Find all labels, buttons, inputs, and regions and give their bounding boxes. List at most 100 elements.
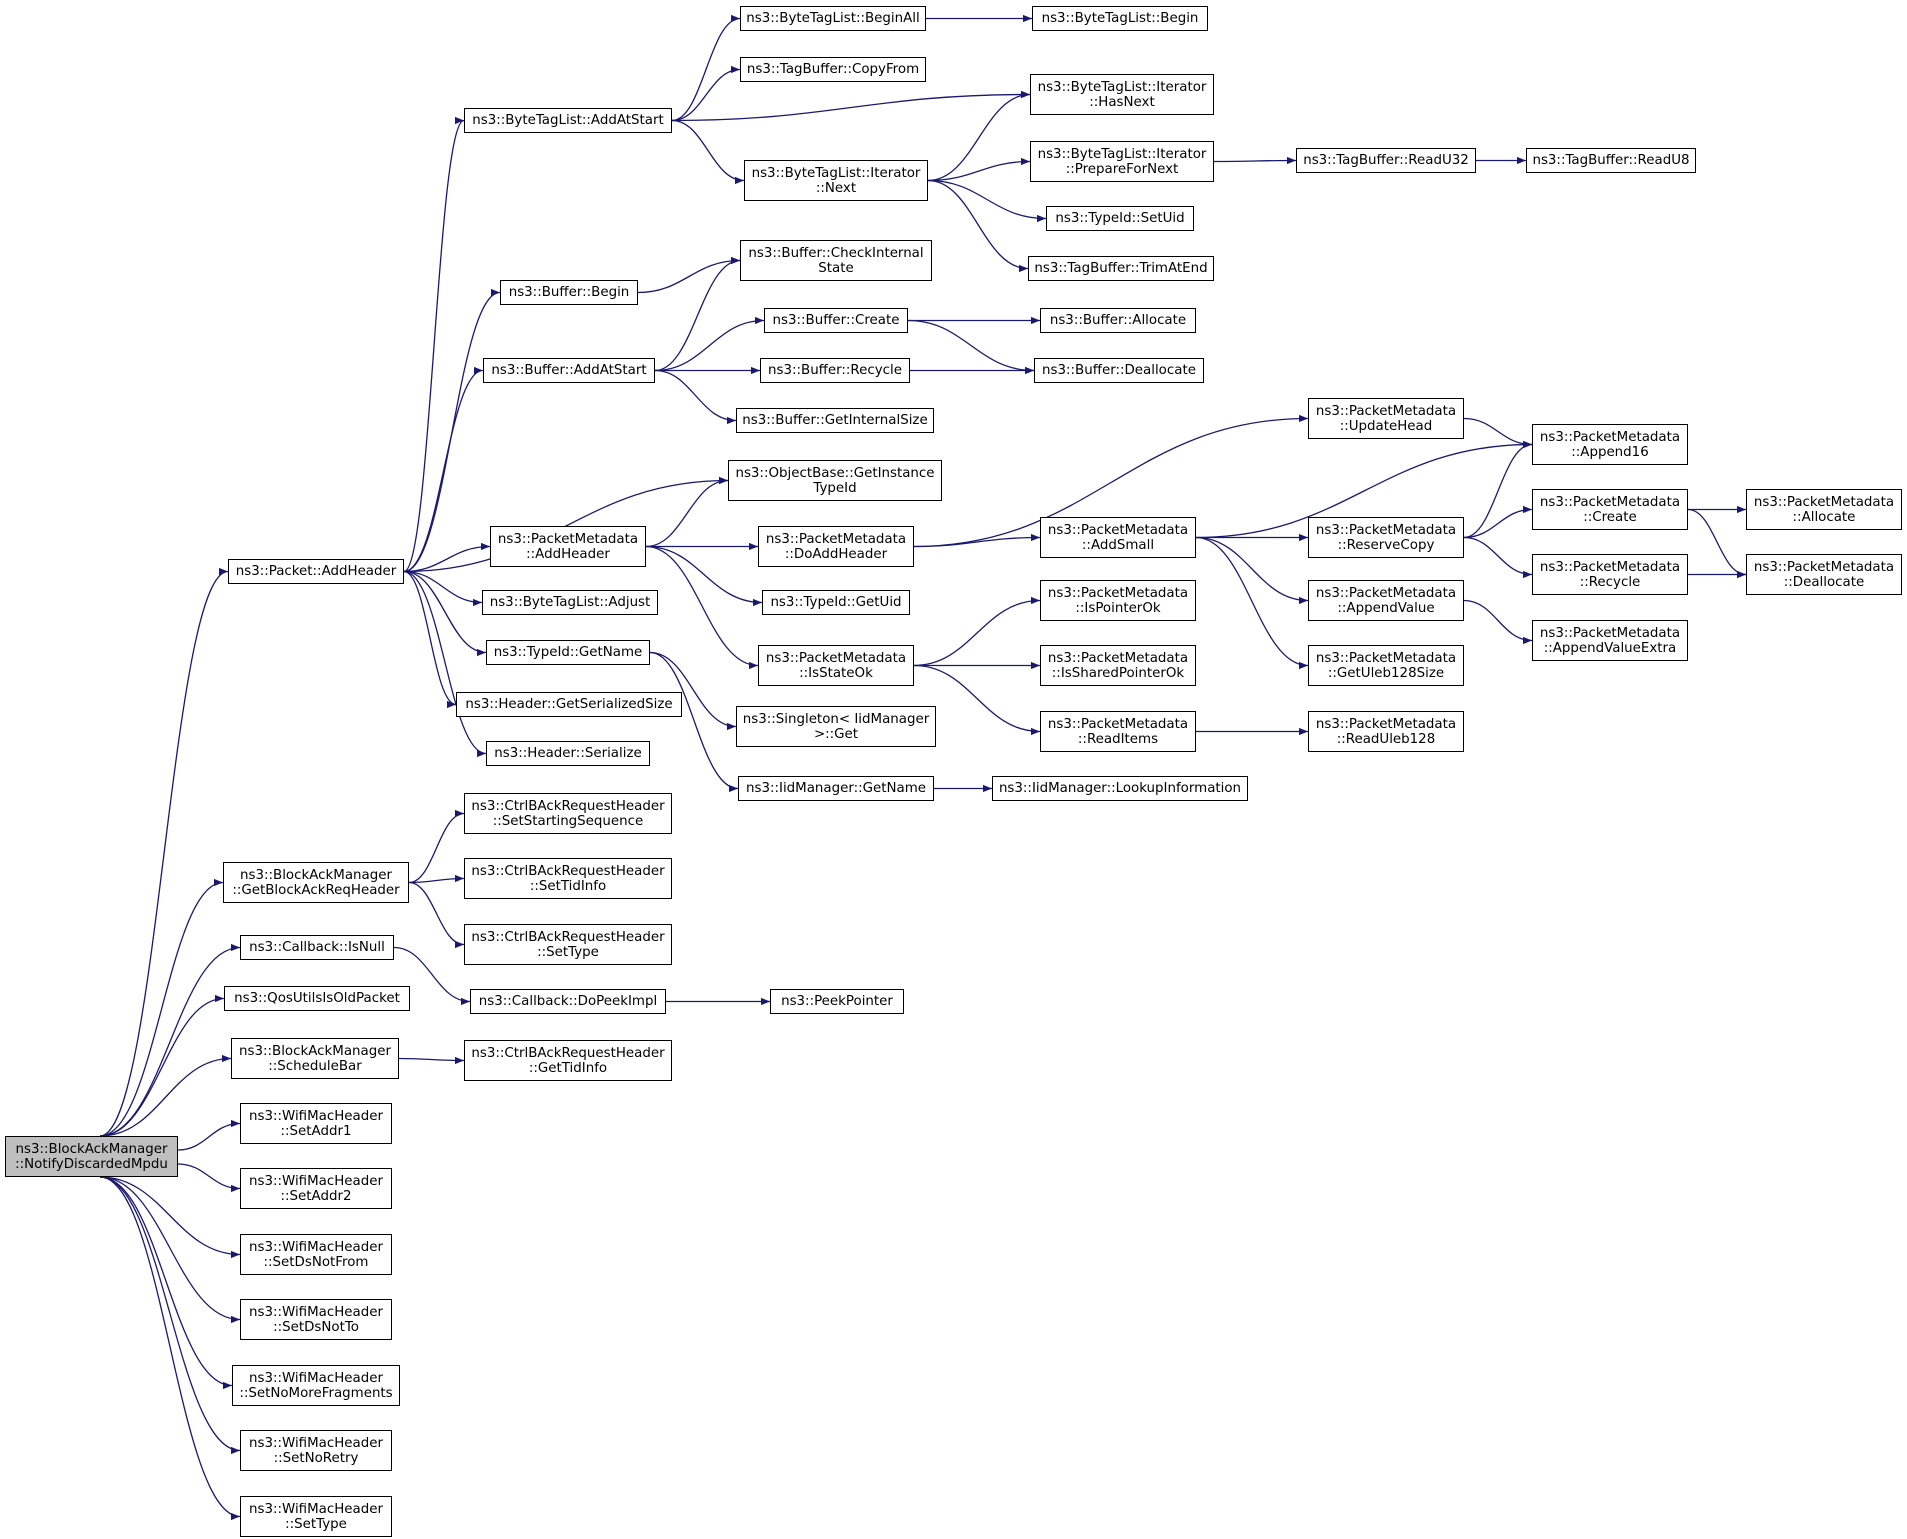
node-buf_create[interactable]: ns3::Buffer::Create [764,308,908,333]
node-qosold[interactable]: ns3::QosUtilsIsOldPacket [224,986,410,1011]
node-label: ns3::PacketMetadata::IsSharedPointerOk [1048,651,1188,681]
node-pm_appendvalue[interactable]: ns3::PacketMetadata::AppendValue [1308,580,1464,621]
node-label: ns3::IidManager::GetName [746,781,926,796]
node-label-line: TypeId [813,480,857,496]
node-buf_getintsize[interactable]: ns3::Buffer::GetInternalSize [736,408,934,433]
node-settype[interactable]: ns3::WifiMacHeader::SetType [240,1496,392,1537]
node-label-line: ns3::Buffer::GetInternalSize [742,413,928,428]
node-schedbar[interactable]: ns3::BlockAckManager::ScheduleBar [231,1038,399,1079]
node-pm_recycle[interactable]: ns3::PacketMetadata::Recycle [1532,554,1688,595]
node-buf_allocate[interactable]: ns3::Buffer::Allocate [1040,308,1196,333]
node-label-line: ns3::Buffer::Deallocate [1042,363,1196,378]
node-hdr_serialize[interactable]: ns3::Header::Serialize [486,741,650,766]
node-pm_issharedptrok[interactable]: ns3::PacketMetadata::IsSharedPointerOk [1040,645,1196,686]
node-label: ns3::Buffer::Deallocate [1042,363,1196,378]
edge-pm_doaddheader-to-pm_addsmall [913,533,1041,548]
node-cbar_gettidinfo[interactable]: ns3::CtrlBAckRequestHeader::GetTidInfo [464,1040,672,1081]
node-tb_readu8[interactable]: ns3::TagBuffer::ReadU8 [1526,148,1696,173]
node-setnoretry[interactable]: ns3::WifiMacHeader::SetNoRetry [240,1430,392,1471]
node-setdsnotfrom[interactable]: ns3::WifiMacHeader::SetDsNotFrom [240,1234,392,1275]
node-label-line: ns3::CtrlBAckRequestHeader [471,1045,665,1061]
node-label: ns3::ByteTagList::Adjust [490,595,651,610]
node-btl_it_prepnext[interactable]: ns3::ByteTagList::Iterator::PrepareForNe… [1030,141,1214,182]
node-addheader[interactable]: ns3::Packet::AddHeader [228,559,404,584]
node-label-line: ::HasNext [1089,94,1155,110]
node-pm_addheader[interactable]: ns3::PacketMetadata::AddHeader [490,526,646,567]
edge-pm_addheader-to-ob_getinst [645,476,729,548]
node-label: ns3::Buffer::Allocate [1050,313,1186,328]
node-setdsnotto[interactable]: ns3::WifiMacHeader::SetDsNotTo [240,1299,392,1340]
node-label: ns3::CtrlBAckRequestHeader::GetTidInfo [471,1046,664,1076]
node-pm_doaddheader[interactable]: ns3::PacketMetadata::DoAddHeader [758,526,914,567]
node-label-line: ns3::PacketMetadata [1539,429,1681,445]
node-btl_begin[interactable]: ns3::ByteTagList::Begin [1032,6,1208,31]
node-btl_it_hasnext[interactable]: ns3::ByteTagList::Iterator::HasNext [1030,74,1214,115]
node-btl_beginall[interactable]: ns3::ByteTagList::BeginAll [740,6,926,31]
node-tb_trimatend[interactable]: ns3::TagBuffer::TrimAtEnd [1028,256,1214,281]
node-root[interactable]: ns3::BlockAckManager::NotifyDiscardedMpd… [5,1136,178,1177]
node-label-line: ns3::CtrlBAckRequestHeader [471,863,665,879]
node-pm_reservecopy[interactable]: ns3::PacketMetadata::ReserveCopy [1308,517,1464,558]
node-pm_isstateok[interactable]: ns3::PacketMetadata::IsStateOk [758,645,914,686]
node-label: ns3::CtrlBAckRequestHeader::SetStartingS… [471,799,664,829]
node-label-line: ns3::ByteTagList::Adjust [489,595,651,610]
node-getbar[interactable]: ns3::BlockAckManager::GetBlockAckReqHead… [223,862,409,903]
node-setaddr2[interactable]: ns3::WifiMacHeader::SetAddr2 [240,1168,392,1209]
node-setaddr1[interactable]: ns3::WifiMacHeader::SetAddr1 [240,1103,392,1144]
node-cbar_settidinfo[interactable]: ns3::CtrlBAckRequestHeader::SetTidInfo [464,858,672,899]
node-pm_allocate[interactable]: ns3::PacketMetadata::Allocate [1746,489,1902,530]
edge-schedbar-to-cbar_gettidinfo [398,1056,465,1065]
node-buf_recycle[interactable]: ns3::Buffer::Recycle [760,358,910,383]
edge-addheader-to-btl_addatstart [403,117,465,573]
node-pm_getuleb128size[interactable]: ns3::PacketMetadata::GetUleb128Size [1308,645,1464,686]
node-label-line: ns3::Header::GetSerializedSize [465,697,673,712]
node-iid_lookupinfo[interactable]: ns3::IidManager::LookupInformation [992,776,1248,801]
node-buf_addatstart[interactable]: ns3::Buffer::AddAtStart [483,358,655,383]
node-label: ns3::PacketMetadata::Create [1540,495,1680,525]
node-label: ns3::Singleton< IidManager>::Get [743,712,929,742]
node-typeid_getuid[interactable]: ns3::TypeId::GetUid [762,590,910,615]
node-pm_updatehead[interactable]: ns3::PacketMetadata::UpdateHead [1308,398,1464,439]
node-pm_ispointerok[interactable]: ns3::PacketMetadata::IsPointerOk [1040,580,1196,621]
node-label: ns3::TagBuffer::TrimAtEnd [1034,261,1207,276]
node-btl_adjust[interactable]: ns3::ByteTagList::Adjust [482,590,658,615]
node-singleton_get[interactable]: ns3::Singleton< IidManager>::Get [736,706,936,747]
edge-getbar-to-cbar_settidinfo [408,874,465,884]
node-tb_readu32[interactable]: ns3::TagBuffer::ReadU32 [1296,148,1476,173]
node-label-line: ns3::ByteTagList::Iterator [751,165,921,181]
node-pm_deallocate[interactable]: ns3::PacketMetadata::Deallocate [1746,554,1902,595]
node-pm_append16[interactable]: ns3::PacketMetadata::Append16 [1532,424,1688,465]
node-label-line: ns3::Packet::AddHeader [235,564,397,579]
node-label-line: ns3::PacketMetadata [1539,625,1681,641]
node-cbar_settype[interactable]: ns3::CtrlBAckRequestHeader::SetType [464,924,672,965]
node-peekpointer[interactable]: ns3::PeekPointer [770,989,904,1014]
node-typeid_getname[interactable]: ns3::TypeId::GetName [486,640,650,665]
edge-root-to-schedbar [99,1054,232,1137]
node-hdr_getsersize[interactable]: ns3::Header::GetSerializedSize [456,692,682,717]
node-buf_begin[interactable]: ns3::Buffer::Begin [500,280,638,305]
edge-addheader-to-hdr_serialize [403,570,487,758]
node-cbar_setstartseq[interactable]: ns3::CtrlBAckRequestHeader::SetStartingS… [464,793,672,834]
node-label: ns3::Callback::DoPeekImpl [479,994,657,1009]
node-label-line: ns3::IidManager::LookupInformation [998,781,1242,796]
node-setnomorefrag[interactable]: ns3::WifiMacHeader::SetNoMoreFragments [232,1365,400,1406]
node-label-line: State [818,260,854,276]
edge-pm_appendvalue-to-pm_appendvalueextra [1463,599,1533,645]
node-cbisnull[interactable]: ns3::Callback::IsNull [240,935,394,960]
node-tb_copyfrom[interactable]: ns3::TagBuffer::CopyFrom [740,57,926,82]
node-pm_readitems[interactable]: ns3::PacketMetadata::ReadItems [1040,711,1196,752]
node-pm_addsmall[interactable]: ns3::PacketMetadata::AddSmall [1040,517,1196,558]
node-typeid_setuid[interactable]: ns3::TypeId::SetUid [1046,206,1194,231]
edge-btl_addatstart-to-btl_it_next [671,119,745,185]
node-label: ns3::WifiMacHeader::SetDsNotFrom [249,1240,383,1270]
node-iid_getname[interactable]: ns3::IidManager::GetName [738,776,934,801]
node-pm_appendvalueextra[interactable]: ns3::PacketMetadata::AppendValueExtra [1532,620,1688,661]
node-btl_it_next[interactable]: ns3::ByteTagList::Iterator::Next [744,160,928,201]
node-pm_create[interactable]: ns3::PacketMetadata::Create [1532,489,1688,530]
node-buf_deallocate[interactable]: ns3::Buffer::Deallocate [1034,358,1204,383]
node-btl_addatstart[interactable]: ns3::ByteTagList::AddAtStart [464,108,672,133]
node-pm_readuleb128[interactable]: ns3::PacketMetadata::ReadUleb128 [1308,711,1464,752]
node-cb_dopeekimpl[interactable]: ns3::Callback::DoPeekImpl [470,989,666,1014]
